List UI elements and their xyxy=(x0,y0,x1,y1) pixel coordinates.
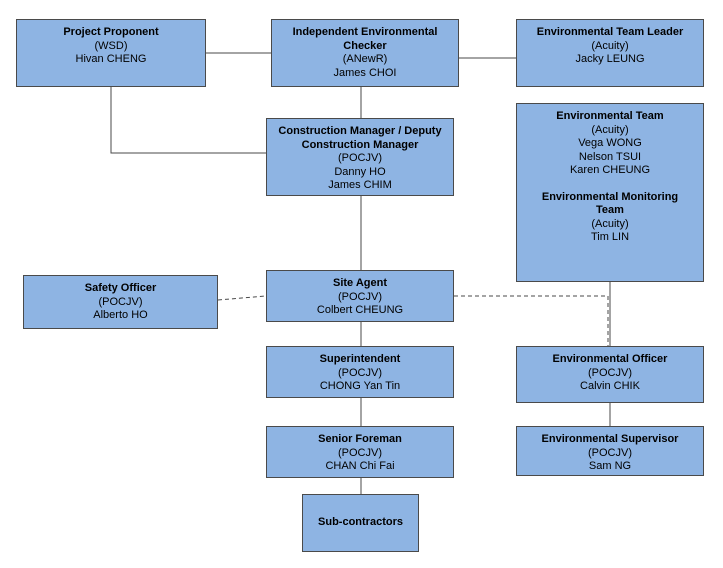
construction-manager-box: Construction Manager / Deputy Constructi… xyxy=(266,118,454,196)
iec-person: James CHOI xyxy=(333,66,397,79)
env-supervisor-org: (POCJV) xyxy=(588,446,632,459)
sub-contractors-box: Sub-contractors xyxy=(302,494,419,552)
env-monitoring-team-title: Environmental Monitoring Team xyxy=(541,190,679,217)
env-officer-org: (POCJV) xyxy=(588,366,632,379)
env-officer-box: Environmental Officer (POCJV) Calvin CHI… xyxy=(516,346,704,403)
project-proponent-title: Project Proponent xyxy=(63,26,159,38)
env-supervisor-person: Sam NG xyxy=(588,460,632,472)
env-officer-person: Calvin CHIK xyxy=(580,380,640,392)
etl-title: Environmental Team Leader xyxy=(536,26,684,38)
project-proponent-org: (WSD) xyxy=(94,39,128,52)
env-team-box: Environmental Team (Acuity) Vega WONG Ne… xyxy=(516,103,704,282)
env-team-person-2: Nelson TSUI xyxy=(578,150,642,163)
superintendent-person: CHONG Yan Tin xyxy=(319,380,401,392)
iec-title: Independent Environmental Checker xyxy=(292,26,438,52)
iec-box: Independent Environmental Checker (ANewR… xyxy=(271,19,459,87)
senior-foreman-org: (POCJV) xyxy=(338,446,382,459)
construction-manager-person-2: James CHIM xyxy=(328,179,392,191)
safety-officer-person: Alberto HO xyxy=(93,309,148,321)
superintendent-org: (POCJV) xyxy=(338,366,382,379)
etl-box: Environmental Team Leader (Acuity) Jacky… xyxy=(516,19,704,87)
site-agent-title: Site Agent xyxy=(333,277,387,289)
site-agent-person: Colbert CHEUNG xyxy=(316,304,404,316)
safety-officer-box: Safety Officer (POCJV) Alberto HO xyxy=(23,275,218,329)
etl-org: (Acuity) xyxy=(591,39,629,52)
link-proponent-construction-manager xyxy=(110,87,266,154)
link-safety-officer-site-agent xyxy=(217,295,267,301)
safety-officer-title: Safety Officer xyxy=(84,282,157,294)
senior-foreman-person: CHAN Chi Fai xyxy=(325,460,395,472)
env-team-person-1: Vega WONG xyxy=(578,137,642,149)
site-agent-org: (POCJV) xyxy=(338,290,382,303)
etl-person: Jacky LEUNG xyxy=(575,53,645,65)
superintendent-title: Superintendent xyxy=(319,353,401,365)
construction-manager-title: Construction Manager / Deputy Constructi… xyxy=(278,125,442,151)
env-monitoring-team-person: Tim LIN xyxy=(590,231,630,243)
construction-manager-person-1: Danny HO xyxy=(334,165,386,178)
env-officer-title: Environmental Officer xyxy=(552,353,668,365)
link-site-agent-env-officer xyxy=(454,295,609,346)
env-team-spacer xyxy=(533,178,687,191)
env-team-org: (Acuity) xyxy=(591,123,629,136)
construction-manager-org: (POCJV) xyxy=(338,152,382,164)
env-team-title: Environmental Team xyxy=(556,110,664,122)
senior-foreman-title: Senior Foreman xyxy=(318,433,402,445)
project-proponent-box: Project Proponent (WSD) Hivan CHENG xyxy=(16,19,206,87)
env-monitoring-team-org: (Acuity) xyxy=(591,217,629,230)
superintendent-box: Superintendent (POCJV) CHONG Yan Tin xyxy=(266,346,454,398)
iec-org: (ANewR) xyxy=(342,53,388,65)
project-proponent-person: Hivan CHENG xyxy=(75,53,147,65)
sub-contractors-title: Sub-contractors xyxy=(318,516,403,529)
env-team-person-3: Karen CHEUNG xyxy=(569,164,651,176)
site-agent-box: Site Agent (POCJV) Colbert CHEUNG xyxy=(266,270,454,322)
safety-officer-org: (POCJV) xyxy=(98,295,143,308)
env-supervisor-title: Environmental Supervisor xyxy=(541,433,679,445)
senior-foreman-box: Senior Foreman (POCJV) CHAN Chi Fai xyxy=(266,426,454,478)
env-supervisor-box: Environmental Supervisor (POCJV) Sam NG xyxy=(516,426,704,476)
